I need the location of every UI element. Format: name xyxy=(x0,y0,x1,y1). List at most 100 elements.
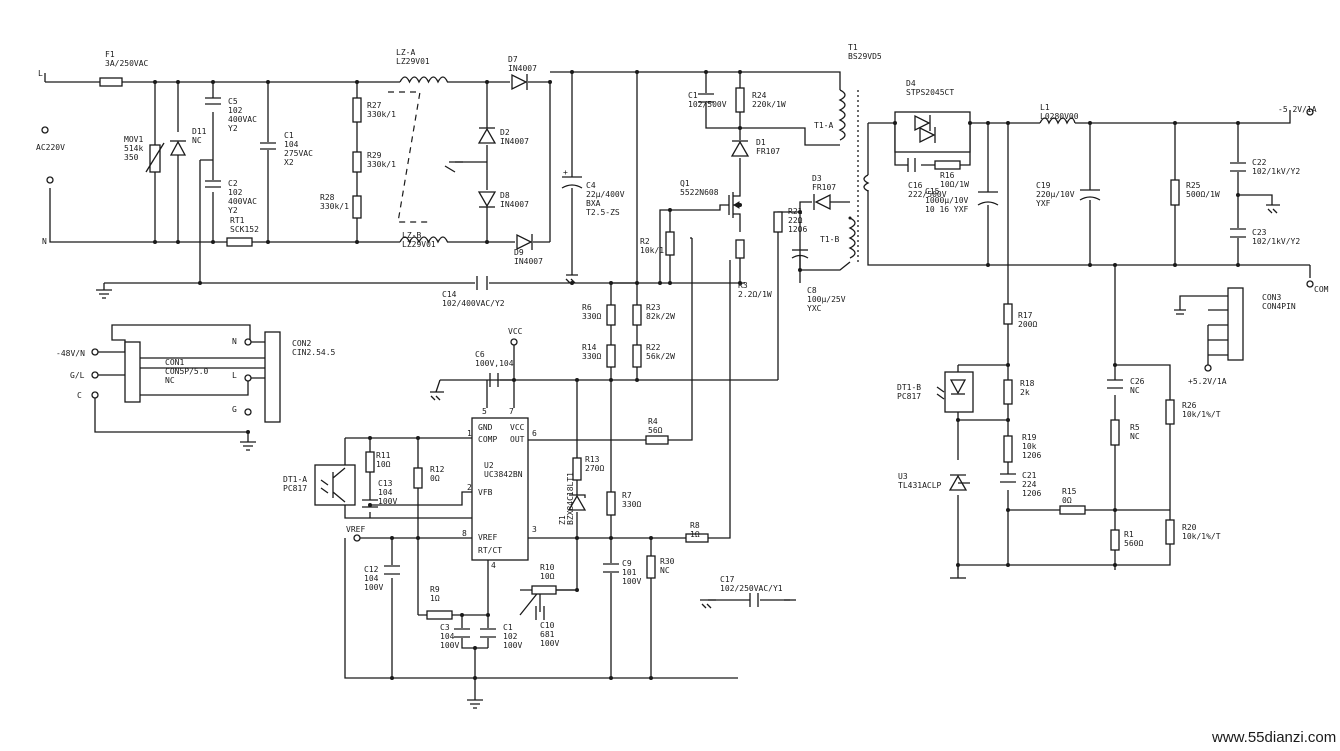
label-parts-R8-1: 1Ω xyxy=(690,530,700,539)
label-parts-R24-0: R24 xyxy=(752,91,767,100)
label-parts-C3-2: 100V xyxy=(440,641,459,650)
diode-D9 xyxy=(516,233,533,251)
resistor-R23 xyxy=(632,304,642,326)
label-parts-R4-0: R4 xyxy=(648,417,658,426)
label-parts-CON2-0: CON2 xyxy=(292,339,311,348)
cap-C4 xyxy=(561,184,583,189)
label-parts-C22-0: C22 xyxy=(1252,158,1267,167)
label-parts-L1-1: L0280V00 xyxy=(1040,112,1079,121)
label-parts-D7-0: D7 xyxy=(508,55,518,64)
label-parts-R2-1: 10k/1 xyxy=(640,246,664,255)
label-parts-MOV1-1: 514k xyxy=(124,144,143,153)
connector-CON1 xyxy=(124,341,141,403)
label-parts-R16-0: R16 xyxy=(940,171,955,180)
cap-C2 xyxy=(205,180,221,188)
label-parts-R20-0: R20 xyxy=(1182,523,1197,532)
label-parts-R4-1: 56Ω xyxy=(648,426,663,435)
label-parts-L1-0: L1 xyxy=(1040,103,1050,112)
cap-C8 xyxy=(791,254,809,259)
label-parts-R19-1: 10k xyxy=(1022,442,1037,451)
label-parts-C15-1: 1000μ/10V xyxy=(925,196,969,205)
label-parts-C21-1: 224 xyxy=(1022,480,1037,489)
label-u2pins-vfb: VFB xyxy=(478,488,493,497)
cap-C5 xyxy=(205,97,221,105)
resistor-R17 xyxy=(1003,303,1013,325)
label-parts-C10-0: C10 xyxy=(540,621,555,630)
terminal-out xyxy=(1306,108,1314,116)
cap-C14 xyxy=(476,276,488,290)
label-parts-LZB-1: LZ29V01 xyxy=(402,240,436,249)
label-parts-C1s-0: C1 xyxy=(688,91,698,100)
label-parts-D9-1: IN4007 xyxy=(514,257,543,266)
resistor-R22 xyxy=(632,344,642,368)
label-pinnums-6: 7 xyxy=(509,407,514,416)
label-parts-C1x-1: 104 xyxy=(284,140,299,149)
inductor-LZA xyxy=(399,76,449,84)
label-parts-CON1-1: CON5P/5.0 xyxy=(165,367,209,376)
inductor-LZB xyxy=(399,236,449,244)
label-parts-D11-1: NC xyxy=(192,136,202,145)
label-pinnums-5: 6 xyxy=(532,429,537,438)
label-parts-R3-0: R3 xyxy=(738,281,748,290)
resistor-R7 xyxy=(606,491,616,516)
cap-C21 xyxy=(1000,473,1016,483)
label-parts-R27-0: R27 xyxy=(367,101,382,110)
label-parts-D1-0: D1 xyxy=(756,138,766,147)
label-u2pins-out: OUT xyxy=(510,435,525,444)
label-parts-C5-0: C5 xyxy=(228,97,238,106)
label-parts-R27-1: 330k/1 xyxy=(367,110,396,119)
resistor-R20 xyxy=(1165,519,1175,545)
label-parts-C19-1: 220μ/10V xyxy=(1036,190,1075,199)
resistor-R4 xyxy=(645,435,669,445)
label-parts-con2pins-1: L xyxy=(232,371,237,380)
label-pinnums-1: 2 xyxy=(467,483,472,492)
label-parts-C8-2: YXC xyxy=(807,304,822,313)
label-parts-C14-0: C14 xyxy=(442,290,457,299)
resistor-R3 xyxy=(735,239,745,259)
label-u2pins-rtct: RT/CT xyxy=(478,546,502,555)
label-u2pins-comp: COMP xyxy=(478,435,497,444)
label-parts-C10-1: 681 xyxy=(540,630,555,639)
label-parts-D7-1: IN4007 xyxy=(508,64,537,73)
label-parts-R9-1: 1Ω xyxy=(430,594,440,603)
cap-C10 xyxy=(535,606,545,620)
label-parts-Q1-1: 5522N608 xyxy=(680,188,719,197)
label-parts-DT1B-0: DT1-B xyxy=(897,383,921,392)
label-parts-C17-1: 102/250VAC/Y1 xyxy=(720,584,783,593)
label-parts-C21-0: C21 xyxy=(1022,471,1037,480)
label-parts-D3-0: D3 xyxy=(812,174,822,183)
label-parts-R29-0: R29 xyxy=(367,151,382,160)
label-parts-R11-1: 10Ω xyxy=(376,460,391,469)
label-parts-R19-2: 1206 xyxy=(1022,451,1041,460)
label-parts-R23-1: 82k/2W xyxy=(646,312,675,321)
label-parts-C2-3: Y2 xyxy=(228,206,238,215)
label-terminals-vref: VREF xyxy=(346,525,365,534)
label-parts-C1b-0: C1 xyxy=(503,623,513,632)
label-parts-LZA-0: LZ-A xyxy=(396,48,415,57)
label-parts-R25-0: R25 xyxy=(1186,181,1201,190)
label-parts-C4-0: C4 xyxy=(586,181,596,190)
resistor-R9 xyxy=(426,610,453,620)
label-parts-R30-1: NC xyxy=(660,566,670,575)
label-u2pins-vref: VREF xyxy=(478,533,497,542)
label-parts-R17-1: 200Ω xyxy=(1018,320,1037,329)
label-parts-D1-1: FR107 xyxy=(756,147,780,156)
resistor-R1 xyxy=(1110,529,1120,551)
terminal-vref xyxy=(353,534,361,542)
cap-C6 xyxy=(489,373,499,387)
label-parts-LZA-1: LZ29V01 xyxy=(396,57,430,66)
label-parts-C15-2: 10 16 YXF xyxy=(925,205,969,214)
label-terminals-vcc: VCC xyxy=(508,327,523,336)
label-parts-R18-0: R18 xyxy=(1020,379,1035,388)
label-parts-R28-0: R28 xyxy=(320,193,335,202)
label-parts-R10-0: R10 xyxy=(540,563,555,572)
label-parts-R7-0: R7 xyxy=(622,491,632,500)
label-parts-R5-0: R5 xyxy=(1130,423,1140,432)
label-terminals-L: L xyxy=(38,69,43,78)
label-parts-D3-1: FR107 xyxy=(812,183,836,192)
label-parts-C12-2: 100V xyxy=(364,583,383,592)
label-parts-con2pins-2: G xyxy=(232,405,237,414)
label-parts-C12-0: C12 xyxy=(364,565,379,574)
svg-text:+: + xyxy=(563,168,568,177)
